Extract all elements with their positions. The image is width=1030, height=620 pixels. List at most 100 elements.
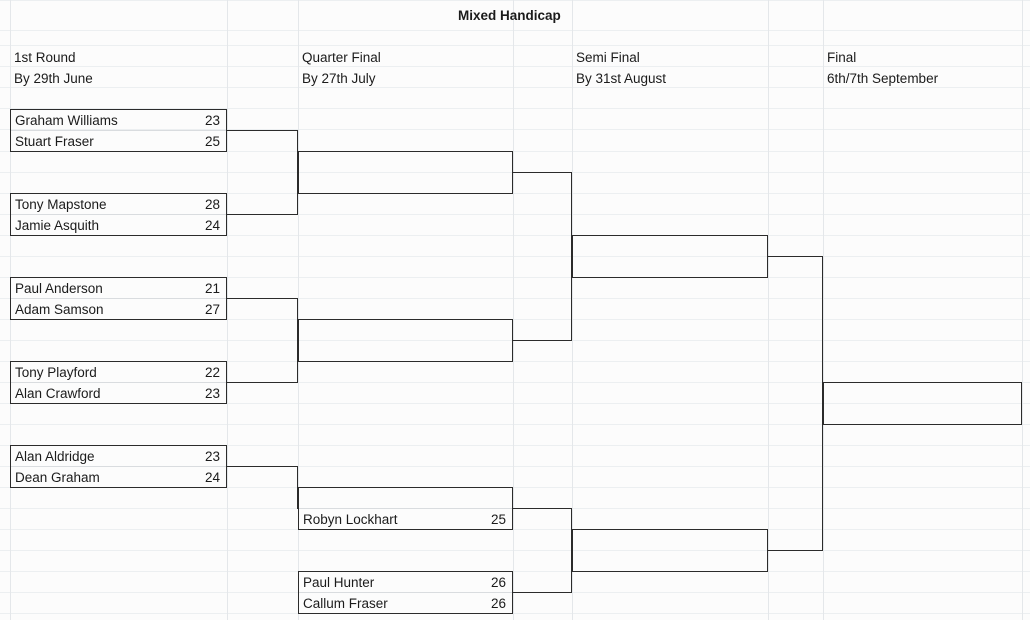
match-box-quarter-final-1[interactable]: Robyn Lockhart 25 — [298, 487, 513, 530]
match-box-final-empty[interactable] — [823, 382, 1022, 425]
player-score: 25 — [490, 512, 506, 527]
player-score: 22 — [204, 365, 220, 380]
player-score: 28 — [204, 197, 220, 212]
match-player-row[interactable]: Tony Mapstone 28 — [11, 194, 226, 215]
gridline-v — [298, 0, 299, 620]
player-name: Alan Crawford — [15, 386, 101, 401]
connector-r1-m5-join — [297, 466, 298, 509]
match-player-row[interactable] — [299, 488, 512, 509]
gridline-h — [0, 403, 1030, 404]
gridline-h — [0, 66, 1030, 67]
connector-r1-pair2-join — [297, 298, 298, 383]
match-box-first-round-1[interactable]: Graham Williams 23 Stuart Fraser 25 — [10, 109, 227, 152]
gridline-h — [0, 529, 1030, 530]
gridline-v — [227, 0, 228, 620]
match-player-row[interactable]: Alan Crawford 23 — [11, 383, 226, 404]
gridline-v — [1022, 0, 1023, 620]
player-score: 27 — [204, 302, 220, 317]
match-divider — [299, 508, 512, 509]
gridline-h — [0, 277, 1030, 278]
connector-r1-m1-out — [227, 130, 298, 131]
connector-r1-m3-out — [227, 298, 298, 299]
gridline-h — [0, 298, 1030, 299]
gridline-h — [0, 108, 1030, 109]
round-header-1st-round: 1st Round — [14, 50, 76, 65]
player-score: 23 — [204, 449, 220, 464]
match-box-first-round-5[interactable]: Alan Aldridge 23 Dean Graham 24 — [10, 445, 227, 488]
player-name: Paul Hunter — [303, 575, 375, 590]
match-player-row[interactable]: Adam Samson 27 — [11, 299, 226, 320]
player-name: Paul Anderson — [15, 281, 103, 296]
player-name: Callum Fraser — [303, 596, 388, 611]
gridline-v — [513, 0, 514, 620]
match-player-row[interactable]: Dean Graham 24 — [11, 467, 226, 488]
player-score: 24 — [204, 470, 220, 485]
match-player-row[interactable]: Alan Aldridge 23 — [11, 446, 226, 467]
connector-qf-3-out — [513, 508, 572, 509]
gridline-v — [572, 0, 573, 620]
gridline-h — [0, 550, 1030, 551]
match-box-quarter-final-2[interactable]: Paul Hunter 26 Callum Fraser 26 — [298, 571, 513, 614]
player-name: Jamie Asquith — [15, 218, 100, 233]
match-player-row[interactable]: Callum Fraser 26 — [299, 593, 512, 614]
gridline-h — [0, 214, 1030, 215]
connector-r1-m2-out — [227, 214, 298, 215]
gridline-h — [0, 151, 1030, 152]
player-score: 24 — [204, 218, 220, 233]
player-name: Tony Mapstone — [15, 197, 107, 212]
match-player-row[interactable]: Stuart Fraser 25 — [11, 131, 226, 152]
match-player-row[interactable]: Graham Williams 23 — [11, 110, 226, 131]
player-name: Adam Samson — [15, 302, 104, 317]
gridline-h — [0, 87, 1030, 88]
match-box-semi-final-empty-2[interactable] — [572, 529, 768, 572]
connector-sf-join — [822, 256, 823, 551]
match-divider — [299, 592, 512, 593]
gridline-v — [823, 0, 824, 620]
match-box-quarter-final-empty-2[interactable] — [298, 319, 513, 362]
match-box-semi-final-empty-1[interactable] — [572, 235, 768, 278]
gridline-h — [0, 319, 1030, 320]
round-header-semi-final: Semi Final — [576, 50, 640, 65]
gridline-h — [0, 466, 1030, 467]
player-name: Dean Graham — [15, 470, 100, 485]
match-player-row[interactable]: Paul Anderson 21 — [11, 278, 226, 299]
match-box-first-round-4[interactable]: Tony Playford 22 Alan Crawford 23 — [10, 361, 227, 404]
player-score: 23 — [204, 386, 220, 401]
match-divider — [11, 466, 226, 467]
connector-qf-lower-join — [571, 508, 572, 593]
player-name: Tony Playford — [15, 365, 97, 380]
gridline-h — [0, 0, 1030, 1]
match-box-first-round-3[interactable]: Paul Anderson 21 Adam Samson 27 — [10, 277, 227, 320]
match-box-first-round-2[interactable]: Tony Mapstone 28 Jamie Asquith 24 — [10, 193, 227, 236]
connector-qf-2-out — [513, 340, 572, 341]
player-score: 26 — [490, 575, 506, 590]
gridline-h — [0, 30, 1030, 31]
match-divider — [11, 214, 226, 215]
gridline-h — [0, 45, 1030, 46]
match-player-row[interactable]: Paul Hunter 26 — [299, 572, 512, 593]
match-player-row[interactable]: Jamie Asquith 24 — [11, 215, 226, 236]
round-date-quarter-final: By 27th July — [302, 71, 376, 86]
player-name: Stuart Fraser — [15, 134, 94, 149]
connector-qf-4-out — [513, 592, 572, 593]
player-score: 25 — [204, 134, 220, 149]
connector-r1-m5-out — [227, 466, 298, 467]
round-header-quarter-final: Quarter Final — [302, 50, 381, 65]
player-score: 21 — [204, 281, 220, 296]
gridline-h — [0, 256, 1030, 257]
player-score: 23 — [204, 113, 220, 128]
match-box-quarter-final-empty-1[interactable] — [298, 151, 513, 194]
connector-qf-1-out — [513, 172, 572, 173]
match-player-row[interactable]: Robyn Lockhart 25 — [299, 509, 512, 530]
match-divider — [11, 130, 226, 131]
player-name: Graham Williams — [15, 113, 118, 128]
player-score: 26 — [490, 596, 506, 611]
connector-r1-pair1-join — [297, 130, 298, 215]
round-date-semi-final: By 31st August — [576, 71, 667, 86]
connector-qf-upper-join — [571, 172, 572, 341]
match-player-row[interactable]: Tony Playford 22 — [11, 362, 226, 383]
round-date-final: 6th/7th September — [827, 71, 939, 86]
gridline-h — [0, 487, 1030, 488]
round-header-final: Final — [827, 50, 857, 65]
